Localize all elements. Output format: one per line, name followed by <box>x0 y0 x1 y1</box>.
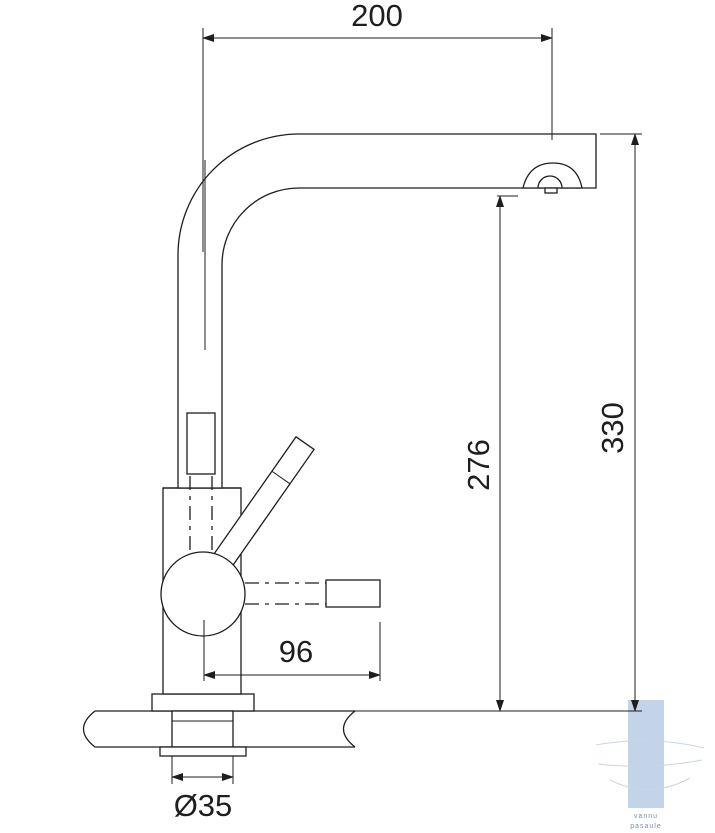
watermark-text-2: pasaule <box>630 823 662 830</box>
lever-alt-position <box>245 579 381 608</box>
dimension-spout-reach: 200 <box>202 0 553 252</box>
dimension-label-96: 96 <box>279 634 313 669</box>
watermark-logo: vannu pasaule <box>595 700 705 830</box>
dimension-label-276: 276 <box>461 439 496 491</box>
dimension-label-200: 200 <box>351 0 403 33</box>
dimension-total-height: 330 <box>346 133 642 712</box>
mounting-shank <box>159 710 247 757</box>
spout-outlet <box>522 162 583 194</box>
lever-joint <box>160 551 246 637</box>
dimension-label-diameter: Ø35 <box>174 788 233 823</box>
dimension-base-diameter: Ø35 <box>171 756 234 823</box>
watermark-bar <box>628 700 664 808</box>
dimension-outlet-height: 276 <box>461 195 518 712</box>
watermark-text-1: vannu <box>634 813 658 820</box>
internal-hose <box>186 412 216 560</box>
base-collar <box>151 693 255 712</box>
dimension-lever-offset: 96 <box>203 620 381 681</box>
dimension-label-330: 330 <box>595 402 630 454</box>
